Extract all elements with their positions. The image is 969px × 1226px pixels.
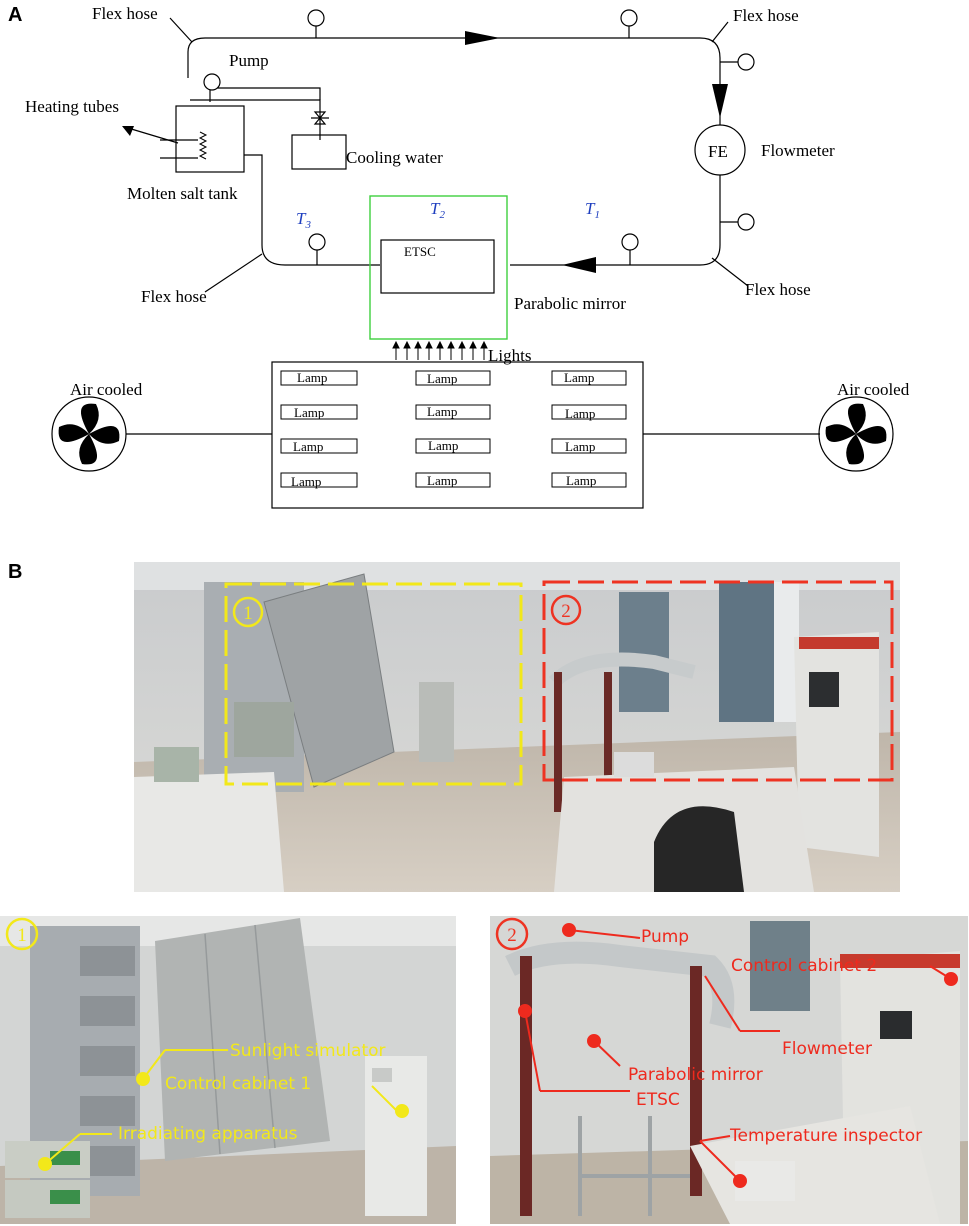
parabolic-mirror-box — [369, 195, 508, 340]
region-1-box — [224, 582, 523, 786]
lamp-label: Lamp — [565, 406, 595, 421]
annotation-etsc: ETSC — [636, 1090, 680, 1110]
svg-text:1: 1 — [243, 603, 253, 624]
lamp-label: Lamp — [428, 438, 458, 453]
label-molten-salt-tank: Molten salt tank — [127, 184, 238, 203]
lamp-label: Lamp — [564, 370, 594, 385]
gauge-right-upper — [737, 53, 755, 71]
annotation-control-cabinet-1: Control cabinet 1 — [165, 1074, 312, 1094]
lamp-label: Lamp — [291, 474, 321, 489]
svg-text:T3: T3 — [296, 209, 311, 231]
loop-top-pipe — [187, 37, 721, 125]
label-parabolic-mirror: Parabolic mirror — [514, 294, 626, 313]
flow-arrow-right — [712, 84, 728, 118]
lamp-label: Lamp — [565, 439, 595, 454]
label-t1: T — [585, 199, 596, 218]
label-air-cooled-left: Air cooled — [70, 380, 143, 399]
label-t1-sub: 1 — [594, 209, 600, 221]
annotation-irradiating-apparatus: Irradiating apparatus — [118, 1124, 298, 1144]
svg-text:2: 2 — [507, 925, 517, 946]
label-t3: T — [296, 209, 307, 228]
svg-text:1: 1 — [17, 925, 27, 946]
region-2-box — [542, 580, 894, 782]
annotation-parabolic-mirror: Parabolic mirror — [628, 1065, 763, 1085]
region-1-photo: 1 — [0, 916, 456, 1224]
loop-bottom-pipe — [244, 154, 380, 266]
region-2-photo: 2 — [490, 916, 968, 1224]
panel-b-letter: B — [8, 561, 23, 583]
label-t3-sub: 3 — [304, 219, 311, 231]
annotation-sunlight-simulator: Sunlight simulator — [230, 1041, 386, 1061]
panel-a-letter: A — [8, 4, 23, 26]
flowmeter-circle — [694, 124, 746, 176]
fan-right-blades — [825, 403, 887, 465]
cooling-water-box — [291, 134, 347, 170]
label-pump: Pump — [229, 51, 269, 70]
svg-text:2: 2 — [561, 601, 571, 622]
loop-right-pipe — [510, 175, 721, 266]
label-lights: Lights — [488, 346, 531, 365]
annotation-pump: Pump — [641, 927, 690, 947]
lamp-label: Lamp — [427, 473, 457, 488]
lab-panorama-photo: 1 2 — [134, 562, 900, 892]
label-t2: T — [430, 199, 441, 218]
fan-left-ring — [51, 396, 127, 472]
svg-text:T1: T1 — [585, 199, 600, 221]
flow-arrow-bottom — [562, 257, 596, 273]
label-flowmeter: Flowmeter — [761, 141, 835, 160]
lamp-label: Lamp — [294, 405, 324, 420]
gauge-t3 — [308, 233, 326, 251]
lamp-label: Lamp — [427, 404, 457, 419]
svg-text:T2: T2 — [430, 199, 445, 221]
lamp-panel — [271, 361, 644, 509]
gauge-top-right — [620, 9, 638, 27]
annotation-flowmeter: Flowmeter — [782, 1039, 872, 1059]
flow-arrow-top — [465, 31, 500, 45]
fan-left-blades — [58, 403, 120, 465]
fan-right-ring — [818, 396, 894, 472]
label-flex-hose-top-left: Flex hose — [92, 4, 158, 23]
label-flex-hose-bottom-left: Flex hose — [141, 287, 207, 306]
etsc-box — [380, 239, 495, 294]
label-t2-sub: 2 — [439, 209, 445, 221]
lamp-label: Lamp — [293, 439, 323, 454]
annotation-temperature-inspector: Temperature inspector — [730, 1126, 923, 1146]
gauge-right-lower — [737, 213, 755, 231]
label-heating-tubes: Heating tubes — [25, 97, 119, 116]
label-flex-hose-top-right: Flex hose — [733, 6, 799, 25]
molten-salt-tank — [175, 105, 245, 173]
lamp-label: Lamp — [297, 370, 327, 385]
gauge-t1 — [621, 233, 639, 251]
label-air-cooled-right: Air cooled — [837, 380, 910, 399]
label-flex-hose-bottom-right: Flex hose — [745, 280, 811, 299]
annotation-control-cabinet-2: Control cabinet 2 — [731, 956, 878, 976]
lamp-label: Lamp — [427, 371, 457, 386]
label-etsc: ETSC — [404, 244, 436, 259]
lamp-label: Lamp — [566, 473, 596, 488]
gauge-top-left — [307, 9, 325, 27]
label-cooling-water: Cooling water — [346, 148, 443, 167]
schematic-diagram: Lamp Lamp Lamp Lamp Lamp Lamp Lamp Lamp … — [25, 4, 910, 509]
pump-symbol — [203, 73, 221, 91]
label-fe: FE — [708, 142, 728, 161]
